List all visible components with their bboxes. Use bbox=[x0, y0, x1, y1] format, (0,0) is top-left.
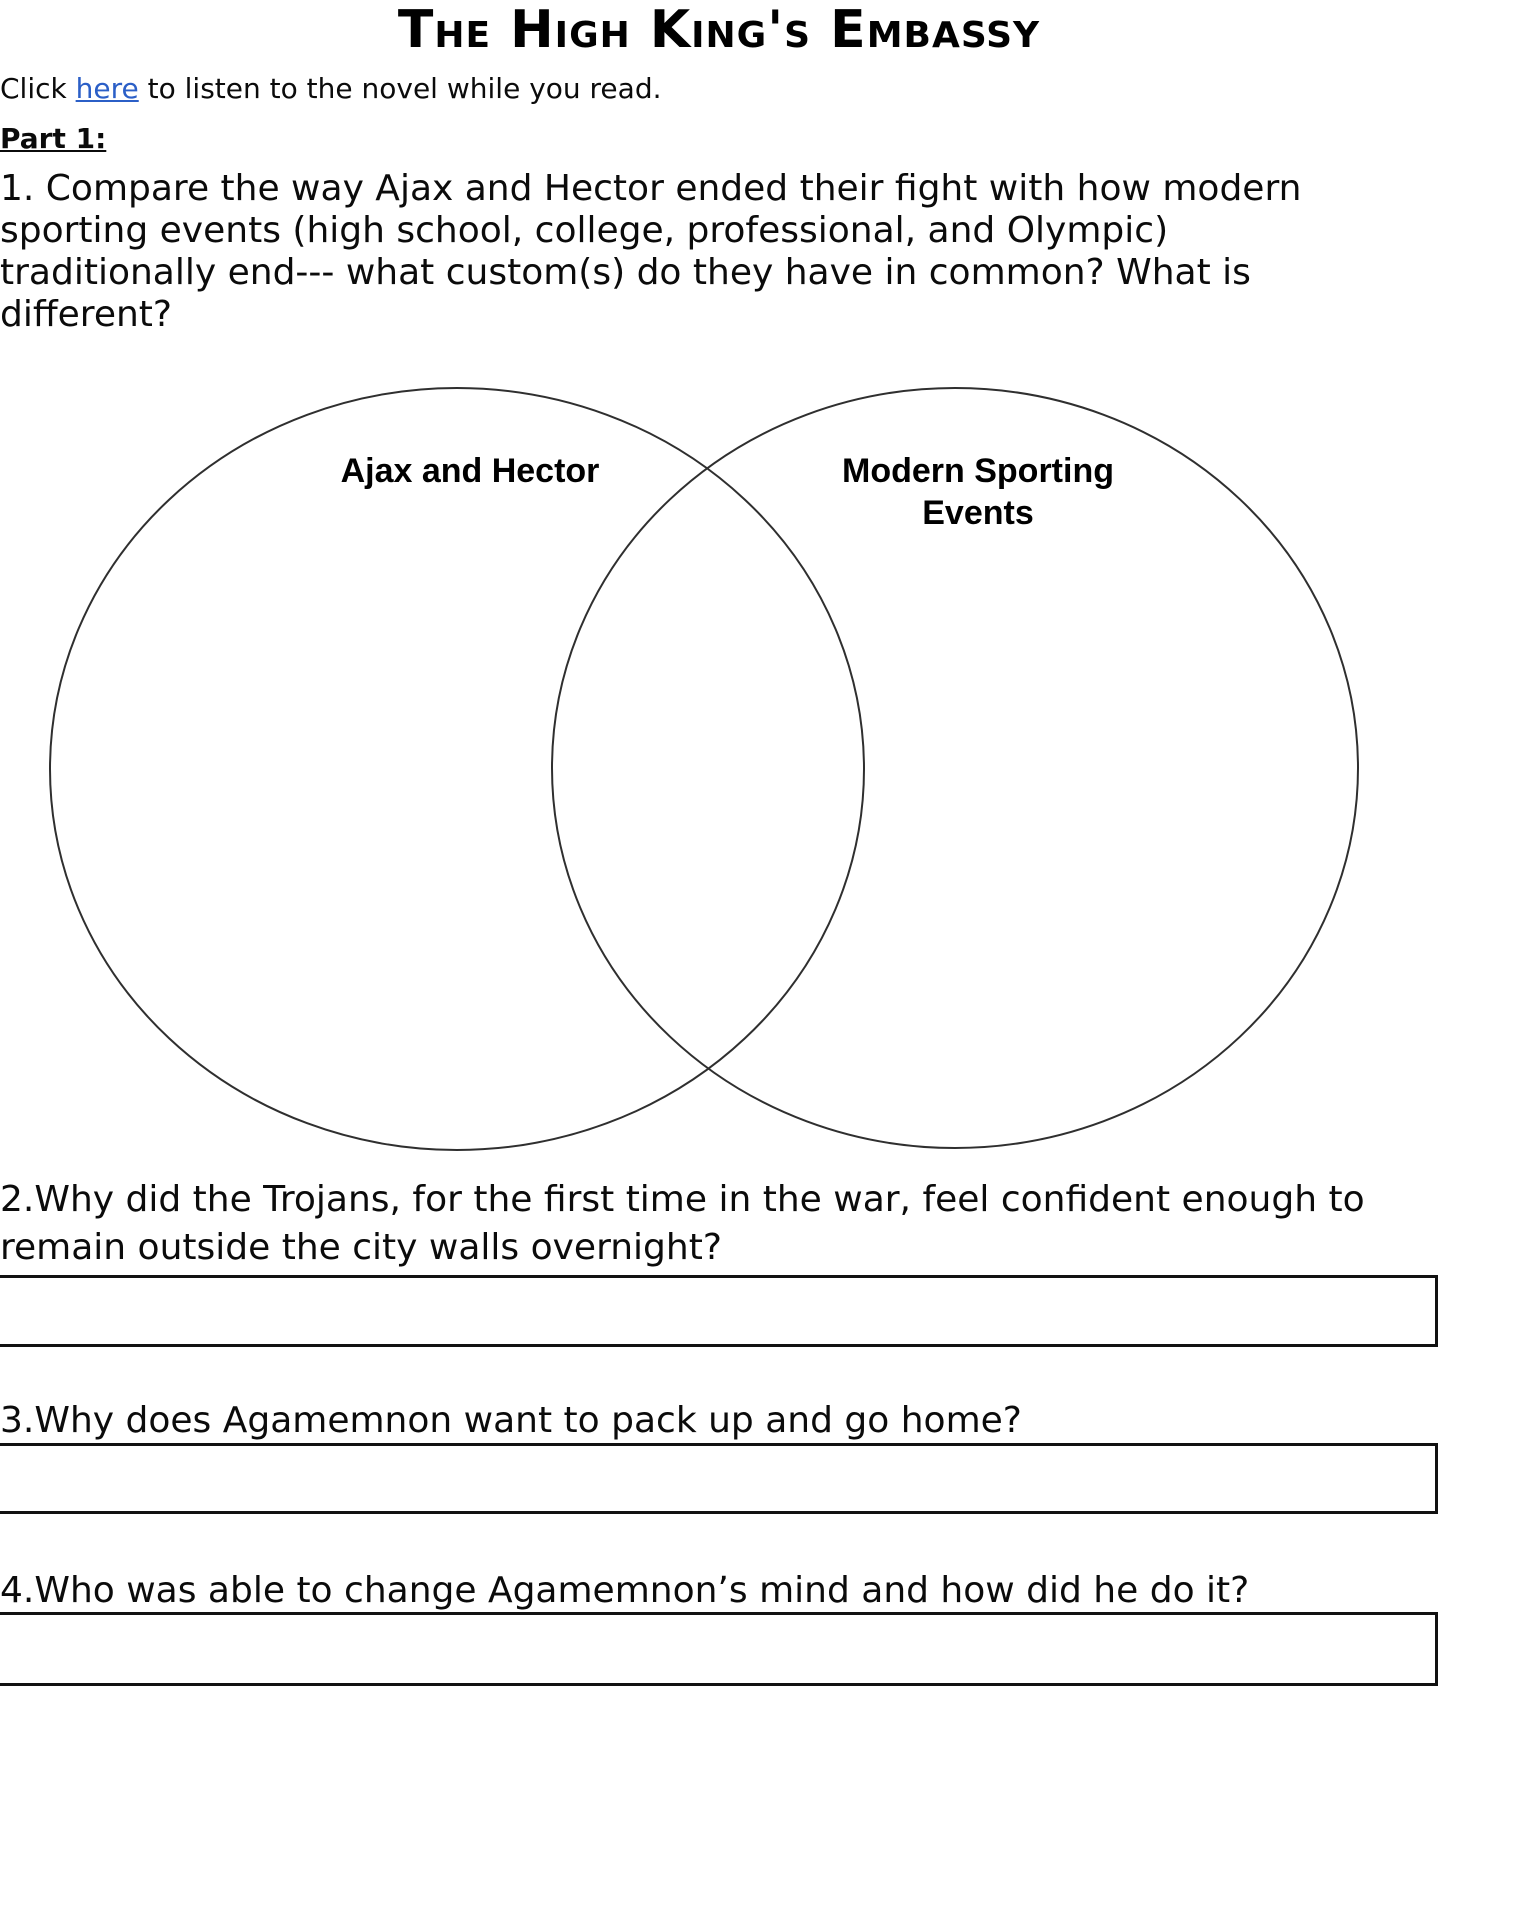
venn-left-label: Ajax and Hector bbox=[340, 452, 600, 490]
section-heading-part-1: Part 1: bbox=[0, 122, 107, 155]
listen-here-link[interactable]: here bbox=[75, 72, 139, 105]
question-2: 2.Why did the Trojans, for the first tim… bbox=[0, 1179, 1365, 1268]
answer-box-question-3[interactable] bbox=[0, 1443, 1438, 1514]
answer-box-question-2[interactable] bbox=[0, 1275, 1438, 1347]
listen-instruction: Click here to listen to the novel while … bbox=[0, 70, 662, 108]
question-1: 1. Compare the way Ajax and Hector ended… bbox=[0, 168, 1302, 335]
venn-right-label: Modern Sporting Events bbox=[842, 452, 1114, 532]
venn-diagram bbox=[49, 387, 1359, 1151]
question-4: 4.Who was able to change Agamemnon’s min… bbox=[0, 1570, 1250, 1611]
venn-right-circle bbox=[551, 387, 1359, 1149]
listen-instruction-prefix: Click bbox=[0, 72, 76, 105]
page-title: The High King's Embassy bbox=[397, 0, 1041, 60]
question-3: 3.Why does Agamemnon want to pack up and… bbox=[0, 1400, 1022, 1441]
answer-box-question-4[interactable] bbox=[0, 1612, 1438, 1686]
listen-instruction-suffix: to listen to the novel while you read. bbox=[138, 72, 662, 105]
venn-left-circle bbox=[49, 387, 865, 1151]
